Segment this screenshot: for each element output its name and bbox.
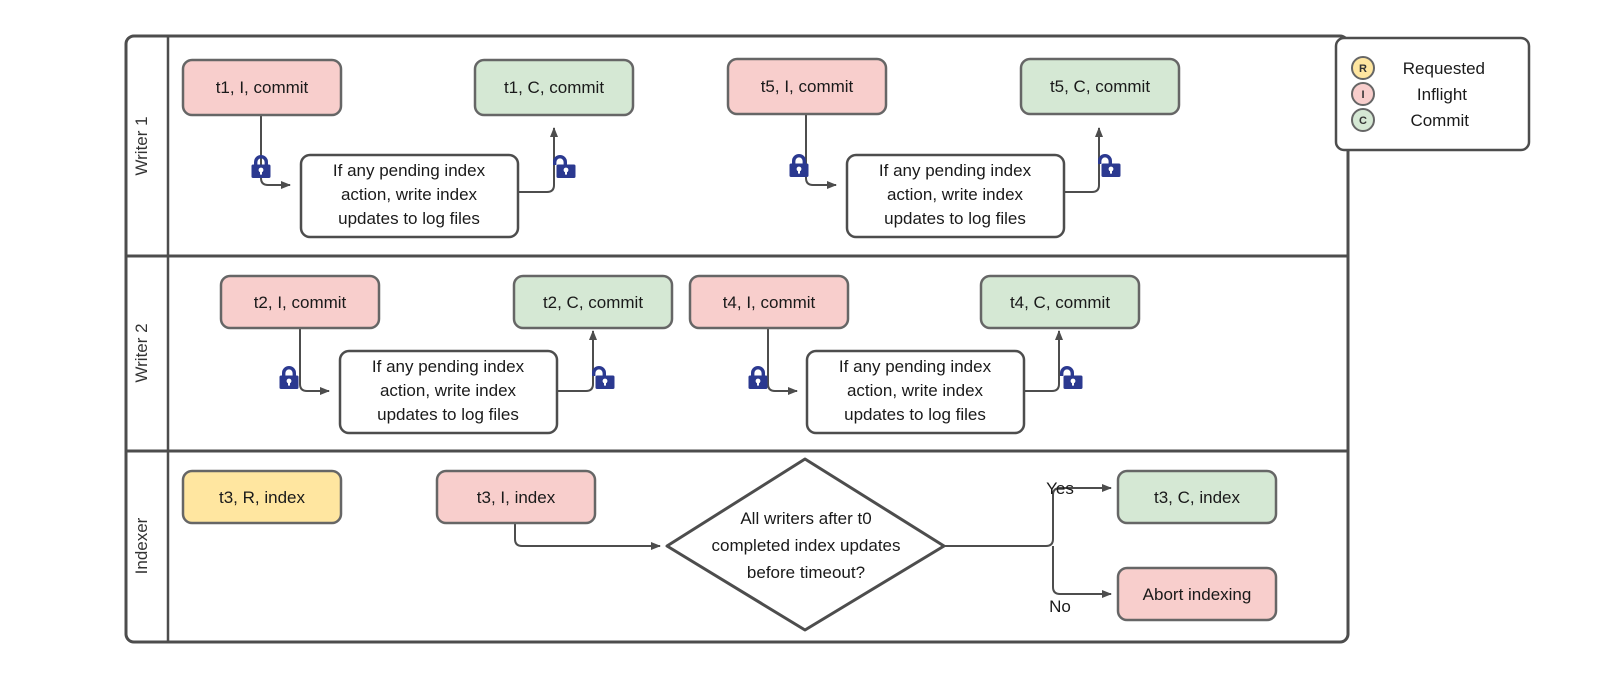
legend-panel: R Requested I Inflight C Commit — [1334, 36, 1531, 152]
node-t3-inflight-label: t3, I, index — [477, 488, 556, 507]
node-t5-inflight-label: t5, I, commit — [761, 77, 854, 96]
node-t5-inflight[interactable]: t5, I, commit — [726, 57, 888, 116]
lock-closed-icon — [279, 366, 299, 389]
legend-label-inflight: Inflight — [1417, 85, 1467, 104]
legend-item-requested: R Requested — [1351, 56, 1485, 80]
node-abort-indexing-label: Abort indexing — [1143, 585, 1252, 604]
note-writer1-left[interactable]: If any pending index action, write index… — [299, 153, 520, 239]
node-t4-commit-label: t4, C, commit — [1010, 293, 1110, 312]
note-writer1-right-line-2: action, write index — [887, 185, 1024, 204]
legend-item-commit: C Commit — [1351, 108, 1469, 132]
node-t2-inflight[interactable]: t2, I, commit — [219, 274, 381, 330]
node-t4-inflight[interactable]: t4, I, commit — [688, 274, 850, 330]
node-t4-commit[interactable]: t4, C, commit — [979, 274, 1141, 330]
note-writer1-right[interactable]: If any pending index action, write index… — [845, 153, 1066, 239]
node-t2-commit[interactable]: t2, C, commit — [512, 274, 674, 330]
writer1-edges — [260, 114, 1103, 193]
node-t3-commit[interactable]: t3, C, index — [1116, 469, 1278, 525]
note-writer2-left-line-1: If any pending index — [372, 357, 525, 376]
lock-open-icon — [1098, 154, 1121, 177]
node-t4-inflight-label: t4, I, commit — [723, 293, 816, 312]
decision-line-1: All writers after t0 — [740, 509, 871, 528]
node-abort-indexing[interactable]: Abort indexing — [1116, 566, 1278, 622]
lock-closed-icon — [789, 154, 809, 177]
legend-label-requested: Requested — [1403, 59, 1485, 78]
note-writer2-right-line-1: If any pending index — [839, 357, 992, 376]
node-t1-inflight[interactable]: t1, I, commit — [181, 58, 343, 117]
note-writer2-right-line-2: action, write index — [847, 381, 984, 400]
decision-line-3: before timeout? — [747, 563, 865, 582]
lock-closed-icon — [251, 155, 271, 178]
node-t2-inflight-label: t2, I, commit — [254, 293, 347, 312]
node-t3-inflight[interactable]: t3, I, index — [435, 469, 597, 525]
lane-label-writer-1-text: Writer 1 — [132, 116, 151, 175]
note-writer2-right-line-3: updates to log files — [844, 405, 986, 424]
note-writer2-left[interactable]: If any pending index action, write index… — [338, 349, 559, 435]
lane-label-indexer: Indexer — [132, 517, 151, 574]
branch-label-yes: Yes — [1046, 479, 1074, 498]
lock-open-icon — [1060, 366, 1083, 389]
lane-label-writer-2-text: Writer 2 — [132, 323, 151, 382]
branch-label-no: No — [1049, 597, 1071, 616]
legend-badge-commit: C — [1359, 115, 1367, 127]
note-writer2-left-line-3: updates to log files — [377, 405, 519, 424]
note-writer1-left-line-2: action, write index — [341, 185, 478, 204]
lock-open-icon — [592, 366, 615, 389]
note-writer1-right-line-1: If any pending index — [879, 161, 1032, 180]
legend-item-inflight: I Inflight — [1351, 82, 1467, 106]
writer2-edges — [299, 327, 1063, 395]
node-t1-inflight-label: t1, I, commit — [216, 78, 309, 97]
decision-line-2: completed index updates — [711, 536, 900, 555]
node-t2-commit-label: t2, C, commit — [543, 293, 643, 312]
note-writer1-right-line-3: updates to log files — [884, 209, 1026, 228]
node-t3-requested-label: t3, R, index — [219, 488, 305, 507]
indexer-edges — [514, 484, 1112, 598]
node-t1-commit-label: t1, C, commit — [504, 78, 604, 97]
node-t1-commit[interactable]: t1, C, commit — [473, 58, 635, 117]
node-t5-commit[interactable]: t5, C, commit — [1019, 57, 1181, 116]
legend-label-commit: Commit — [1410, 111, 1469, 130]
node-t3-requested[interactable]: t3, R, index — [181, 469, 343, 525]
note-writer1-left-line-1: If any pending index — [333, 161, 486, 180]
node-t5-commit-label: t5, C, commit — [1050, 77, 1150, 96]
lock-closed-icon — [748, 366, 768, 389]
note-writer2-right[interactable]: If any pending index action, write index… — [805, 349, 1026, 435]
note-writer2-left-line-2: action, write index — [380, 381, 517, 400]
lane-label-writer-1: Writer 1 — [132, 116, 151, 175]
swimlane-frame — [124, 34, 1350, 644]
node-t3-commit-label: t3, C, index — [1154, 488, 1240, 507]
lock-open-icon — [553, 155, 576, 178]
legend-badge-inflight: I — [1361, 89, 1364, 101]
note-writer1-left-line-3: updates to log files — [338, 209, 480, 228]
decision-index-timeout[interactable]: All writers after t0 completed index upd… — [665, 457, 946, 632]
lane-label-writer-2: Writer 2 — [132, 323, 151, 382]
legend-badge-requested: R — [1359, 63, 1367, 75]
lane-label-indexer-text: Indexer — [132, 517, 151, 574]
